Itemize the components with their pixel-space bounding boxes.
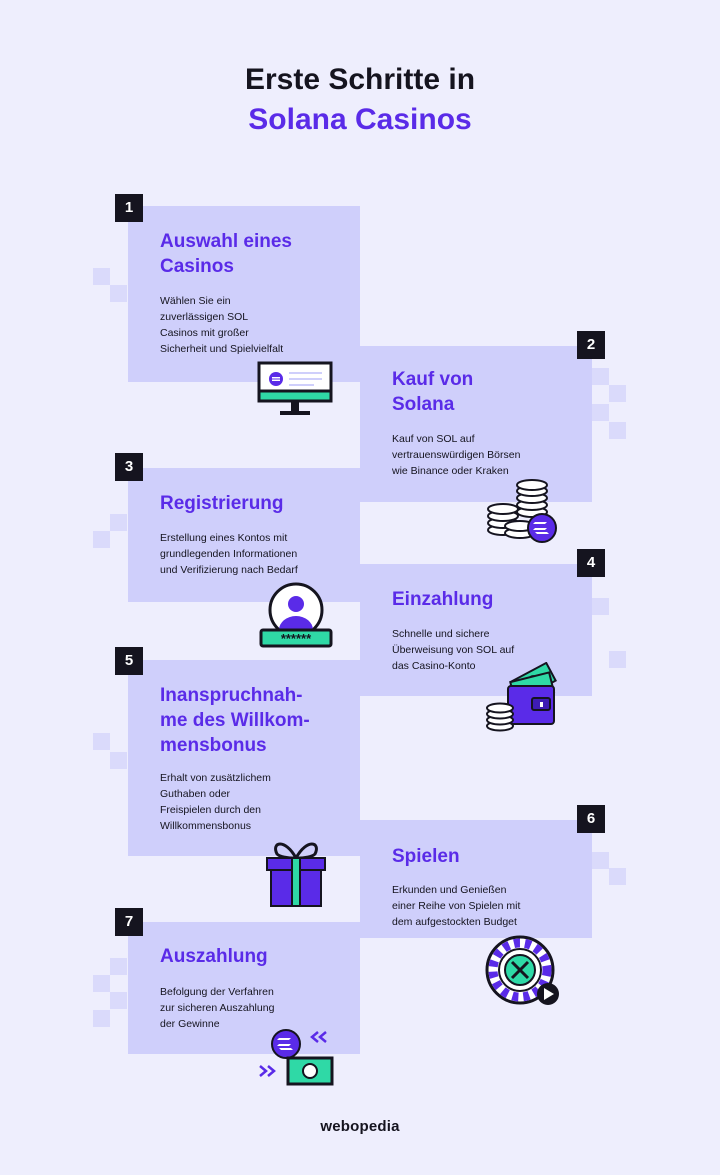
step-6-number: 6 xyxy=(577,805,605,833)
step-1-title: Auswahl eines Casinos xyxy=(160,231,292,277)
decor-square xyxy=(110,514,127,531)
step-6-title: Spielen xyxy=(392,846,460,867)
decor-square xyxy=(93,531,110,548)
step-2-title: Kauf von Solana xyxy=(392,369,474,415)
decor-square xyxy=(592,368,609,385)
password-mask: ****** xyxy=(281,631,312,646)
step-2-description: Kauf von SOL auf vertrauenswürdigen Börs… xyxy=(392,433,521,477)
step-3-panel xyxy=(128,468,360,602)
step-7-title: Auszahlung xyxy=(160,946,268,967)
step-6-description: Erkunden und Genießen einer Reihe von Sp… xyxy=(392,884,521,928)
step-4-panel xyxy=(360,564,592,696)
step-5-panel xyxy=(128,660,360,856)
step-3-title: Registrierung xyxy=(160,493,284,514)
step-7-description: Befolgung der Verfahren zur sicheren Aus… xyxy=(160,986,275,1030)
step-4-number: 4 xyxy=(577,549,605,577)
step-2-number: 2 xyxy=(577,331,605,359)
decor-square xyxy=(609,651,626,668)
step-1-description: Wählen Sie ein zuverlässigen SOL Casinos… xyxy=(160,295,284,355)
brand-logo: webopedia xyxy=(320,1118,400,1135)
step-2-panel xyxy=(360,346,592,502)
decor-square xyxy=(93,975,110,992)
step-3-number: 3 xyxy=(115,453,143,481)
decor-square xyxy=(609,422,626,439)
step-5-title: Inanspruchnah- me des Willkom- mensbonus xyxy=(160,685,310,756)
step-6-panel xyxy=(360,820,592,938)
step-4-description: Schnelle und sichere Überweisung von SOL… xyxy=(392,628,515,672)
gift-box-icon xyxy=(266,842,326,907)
decor-square xyxy=(592,852,609,869)
roulette-wheel-icon xyxy=(485,935,559,1005)
decor-square xyxy=(93,733,110,750)
step-7-panel xyxy=(128,922,360,1054)
cash-withdrawal-icon xyxy=(259,1029,334,1086)
decor-square xyxy=(110,992,127,1009)
step-7-number: 7 xyxy=(115,908,143,936)
decor-square xyxy=(110,752,127,769)
computer-monitor-icon xyxy=(257,361,333,415)
decor-square xyxy=(93,1010,110,1027)
decor-square xyxy=(110,958,127,975)
decor-square xyxy=(609,385,626,402)
page-title-line2: Solana Casinos xyxy=(248,103,472,136)
decor-square xyxy=(609,868,626,885)
wallet-icon xyxy=(486,662,558,732)
user-password-icon: ****** xyxy=(259,582,333,648)
decor-square xyxy=(592,598,609,615)
step-5-number: 5 xyxy=(115,647,143,675)
step-5-description: Erhalt von zusätzlichem Guthaben oder Fr… xyxy=(160,772,271,832)
decor-square xyxy=(110,285,127,302)
step-3-description: Erstellung eines Kontos mit grundlegende… xyxy=(160,532,298,576)
decor-square xyxy=(93,268,110,285)
step-1-panel xyxy=(128,206,360,382)
step-1-number: 1 xyxy=(115,194,143,222)
coin-stack-icon xyxy=(487,479,557,543)
step-4-title: Einzahlung xyxy=(392,589,494,610)
decor-square xyxy=(592,404,609,421)
page-title-line1: Erste Schritte in xyxy=(244,63,476,96)
